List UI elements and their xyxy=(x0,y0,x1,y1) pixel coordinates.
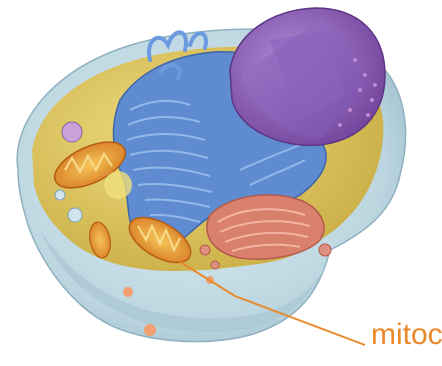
lysosome xyxy=(62,122,82,142)
mitochondria-label: mitoc xyxy=(371,320,442,350)
vesicle xyxy=(123,287,133,297)
ribosome-cluster xyxy=(104,171,132,199)
vesicle xyxy=(144,324,156,336)
vesicle xyxy=(55,190,65,200)
vesicle xyxy=(68,208,82,222)
